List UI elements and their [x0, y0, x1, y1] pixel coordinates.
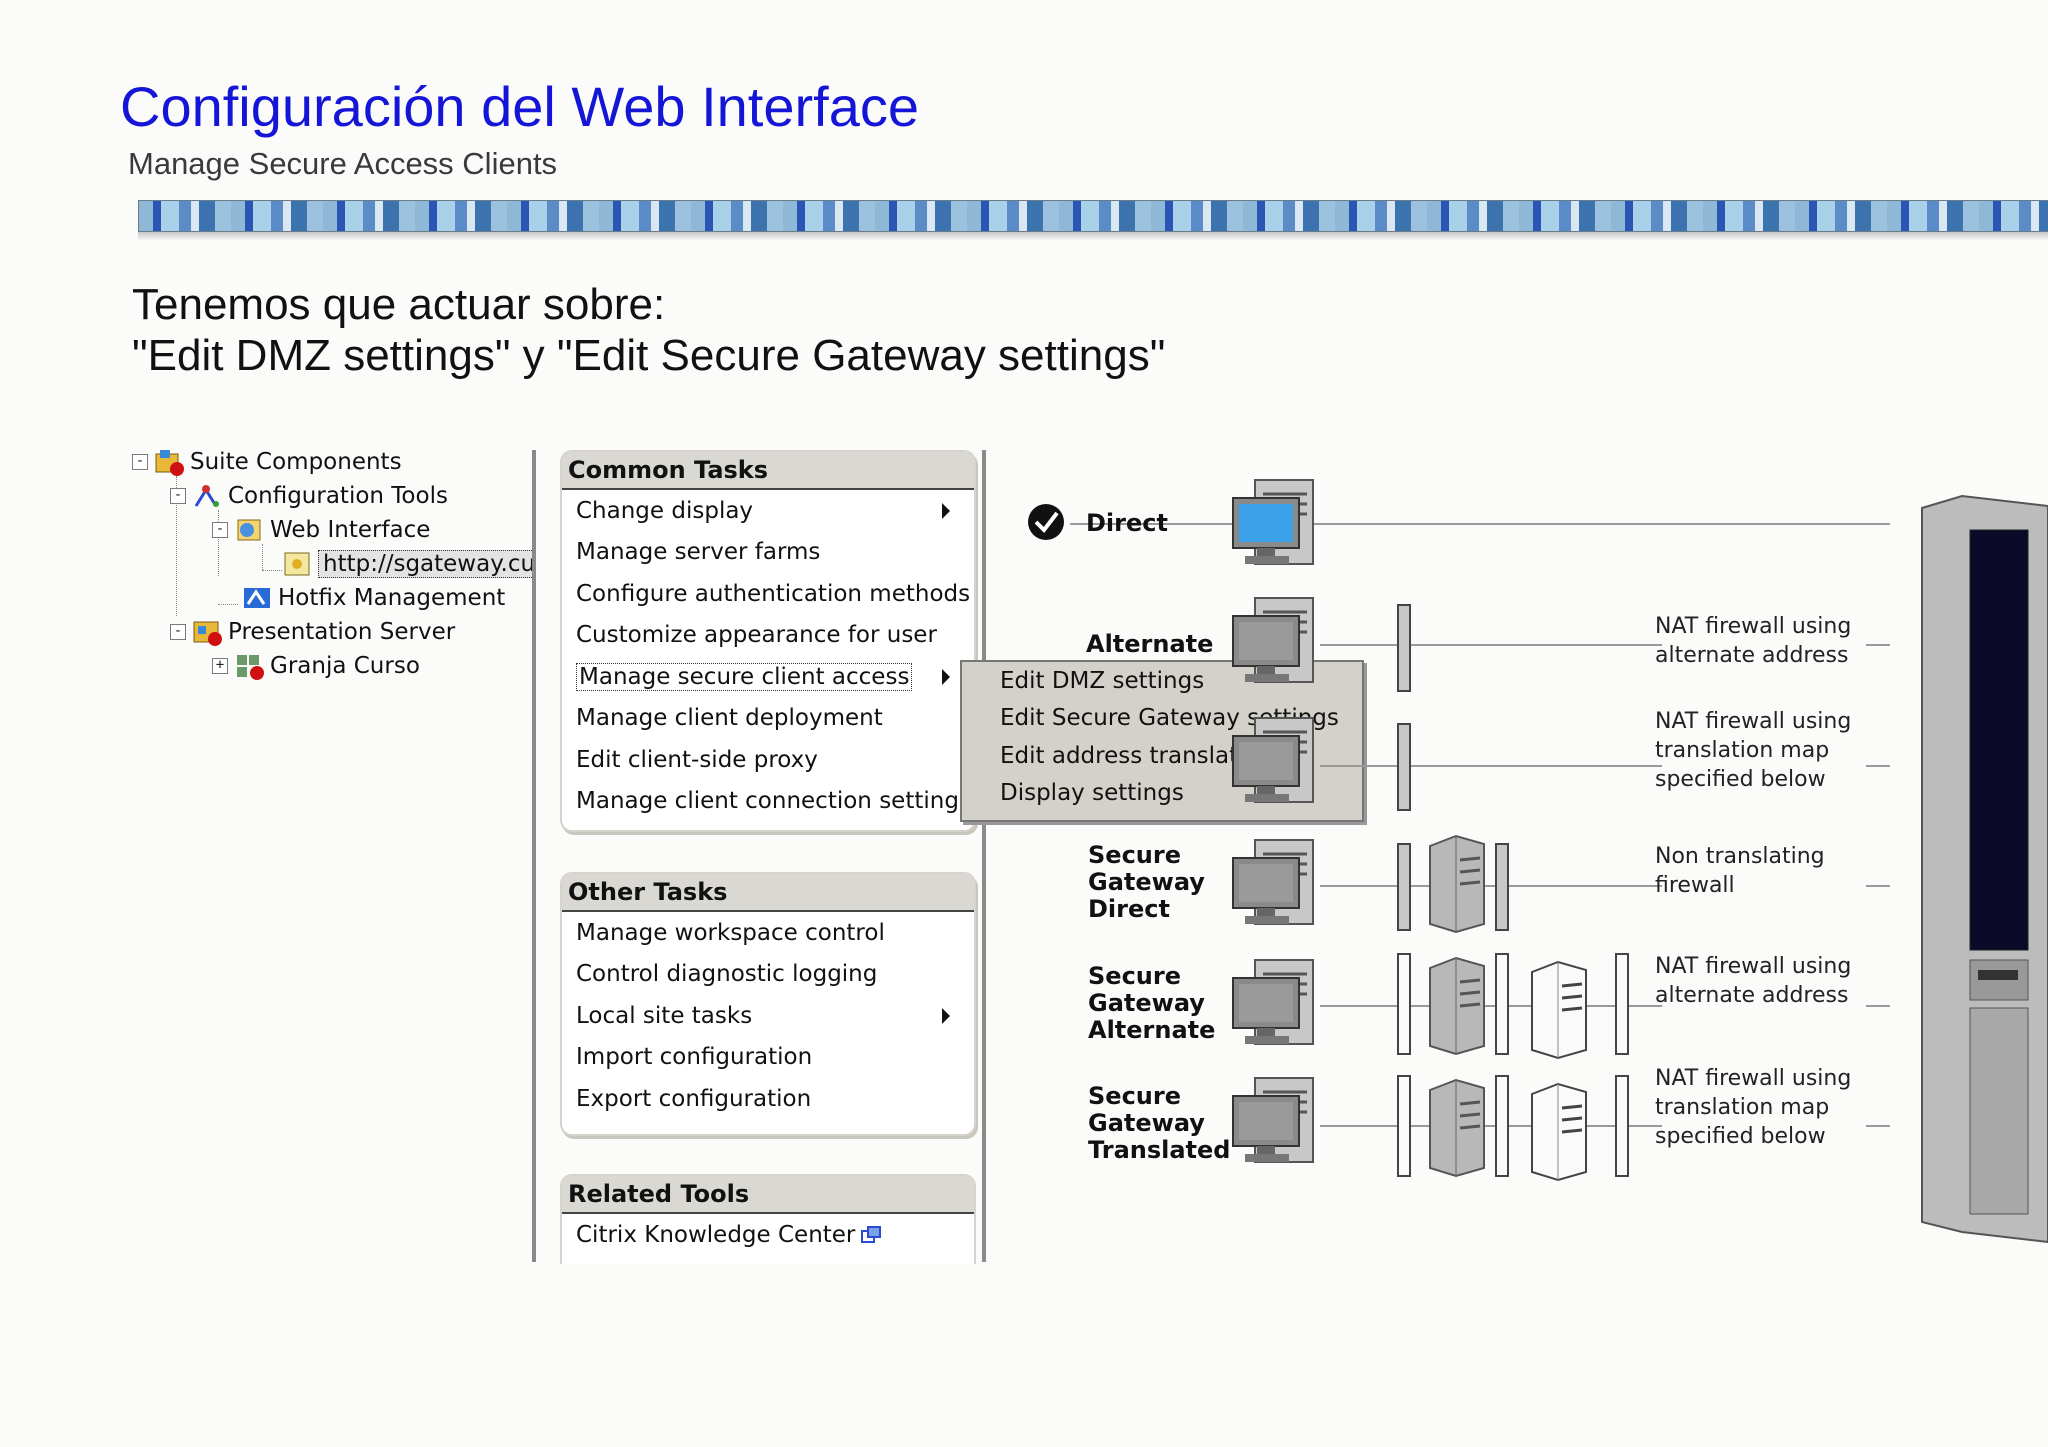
menu-item-edit-dmz-settings[interactable]: Edit DMZ settings — [1000, 667, 1205, 694]
console-tree: - Suite Components - Configuration Tools… — [128, 446, 532, 686]
submenu-arrow-icon — [942, 1008, 950, 1024]
mode-row-secure-gateway-direct — [1231, 834, 1890, 934]
intro-line-2: "Edit DMZ settings" y "Edit Secure Gatew… — [132, 331, 1166, 380]
slide-title: Configuración del Web Interface — [120, 75, 919, 138]
task-manage-secure-client-access[interactable]: Manage secure client access — [562, 656, 974, 698]
tree-item-label: Hotfix Management — [278, 585, 506, 611]
collapse-toggle[interactable]: - — [132, 454, 148, 470]
collapse-toggle[interactable]: - — [212, 522, 228, 538]
expand-toggle[interactable]: + — [212, 658, 228, 674]
tree-item-suite-components[interactable]: - Suite Components — [132, 446, 402, 478]
hotfix-icon — [242, 584, 272, 612]
note-secure-gateway-translated: NAT firewall using translation map speci… — [1655, 1066, 1852, 1149]
slide-subtitle: Manage Secure Access Clients — [128, 146, 558, 181]
tree-item-label-selected: http://sgateway.cu — [318, 550, 532, 578]
intro-line-1: Tenemos que actuar sobre: — [132, 280, 666, 329]
panel-divider — [982, 450, 986, 1262]
farm-icon — [234, 652, 264, 680]
mode-row-translated — [1231, 716, 1890, 811]
tree-item-web-interface[interactable]: - Web Interface — [212, 514, 430, 546]
tree-item-label: Suite Components — [190, 449, 402, 475]
tree-item-presentation-server[interactable]: - Presentation Server — [170, 616, 455, 648]
mode-label-secure-gateway-direct[interactable]: Secure Gateway Direct — [1088, 841, 1205, 923]
presentation-server-icon — [192, 618, 222, 646]
task-manage-server-farms[interactable]: Manage server farms — [576, 539, 821, 566]
task-customize-appearance[interactable]: Customize appearance for user — [576, 622, 937, 649]
task-configure-authentication[interactable]: Configure authentication methods — [576, 580, 971, 607]
tool-citrix-knowledge-center[interactable]: Citrix Knowledge Center — [562, 1214, 974, 1256]
collapse-toggle[interactable]: - — [170, 488, 186, 504]
task-control-diagnostic-logging[interactable]: Control diagnostic logging — [576, 961, 878, 988]
other-tasks-header: Other Tasks — [562, 874, 974, 912]
mode-row-alternate — [1231, 596, 1890, 692]
task-edit-client-side-proxy[interactable]: Edit client-side proxy — [576, 746, 818, 773]
tree-item-label: Web Interface — [270, 517, 431, 543]
task-change-display[interactable]: Change display — [562, 490, 974, 532]
common-tasks-group: Common Tasks Change display Manage serve… — [560, 450, 976, 832]
collapse-toggle[interactable]: - — [170, 624, 186, 640]
task-manage-client-deployment[interactable]: Manage client deployment — [576, 705, 883, 732]
common-tasks-header: Common Tasks — [562, 452, 974, 490]
tree-item-label: Configuration Tools — [228, 483, 448, 509]
server-rack-icon — [1921, 494, 2048, 1244]
mode-row-secure-gateway-translated — [1231, 1075, 1890, 1182]
tree-item-label: Granja Curso — [270, 653, 420, 679]
mode-label-direct[interactable]: Direct — [1086, 509, 1168, 537]
banner-shadow — [138, 232, 2048, 240]
mode-label-secure-gateway-translated[interactable]: Secure Gateway Translated — [1088, 1082, 1231, 1164]
configuration-tools-icon — [192, 482, 222, 510]
external-link-icon — [861, 1225, 882, 1243]
task-import-configuration[interactable]: Import configuration — [576, 1044, 813, 1071]
mode-row-direct — [1028, 478, 1890, 566]
submenu-arrow-icon — [942, 503, 950, 519]
related-tools-header: Related Tools — [562, 1176, 974, 1214]
tree-item-hotfix-management[interactable]: Hotfix Management — [242, 582, 505, 614]
tree-item-site[interactable]: http://sgateway.cu — [282, 548, 532, 580]
web-interface-icon — [234, 516, 264, 544]
mode-label-secure-gateway-alternate[interactable]: Secure Gateway Alternate — [1088, 962, 1216, 1044]
menu-item-display-settings[interactable]: Display settings — [1000, 780, 1184, 807]
note-secure-gateway-direct: Non translating firewall — [1655, 844, 1825, 898]
submenu-arrow-icon — [942, 669, 950, 685]
tree-item-label: Presentation Server — [228, 619, 456, 645]
mode-label-alternate[interactable]: Alternate — [1086, 630, 1214, 658]
panel-divider — [532, 450, 536, 1262]
task-manage-workspace-control[interactable]: Manage workspace control — [576, 919, 885, 946]
note-translated: NAT firewall using translation map speci… — [1655, 709, 1852, 792]
site-icon — [282, 550, 312, 578]
access-method-diagram — [1028, 478, 2048, 1244]
tree-item-granja-curso[interactable]: + Granja Curso — [212, 650, 420, 682]
other-tasks-group: Other Tasks Manage workspace control Con… — [560, 872, 976, 1136]
tree-item-configuration-tools[interactable]: - Configuration Tools — [170, 480, 448, 512]
note-secure-gateway-alternate: NAT firewall using alternate address — [1655, 954, 1852, 1008]
task-manage-client-connection[interactable]: Manage client connection settings — [576, 788, 971, 815]
task-local-site-tasks[interactable]: Local site tasks — [562, 995, 974, 1037]
related-tools-group: Related Tools Citrix Knowledge Center — [560, 1174, 976, 1264]
mode-row-secure-gateway-alternate — [1231, 953, 1890, 1060]
decorative-banner — [138, 200, 2048, 232]
suite-components-icon — [154, 448, 184, 476]
note-alternate: NAT firewall using alternate address — [1655, 614, 1852, 668]
task-export-configuration[interactable]: Export configuration — [576, 1085, 812, 1112]
